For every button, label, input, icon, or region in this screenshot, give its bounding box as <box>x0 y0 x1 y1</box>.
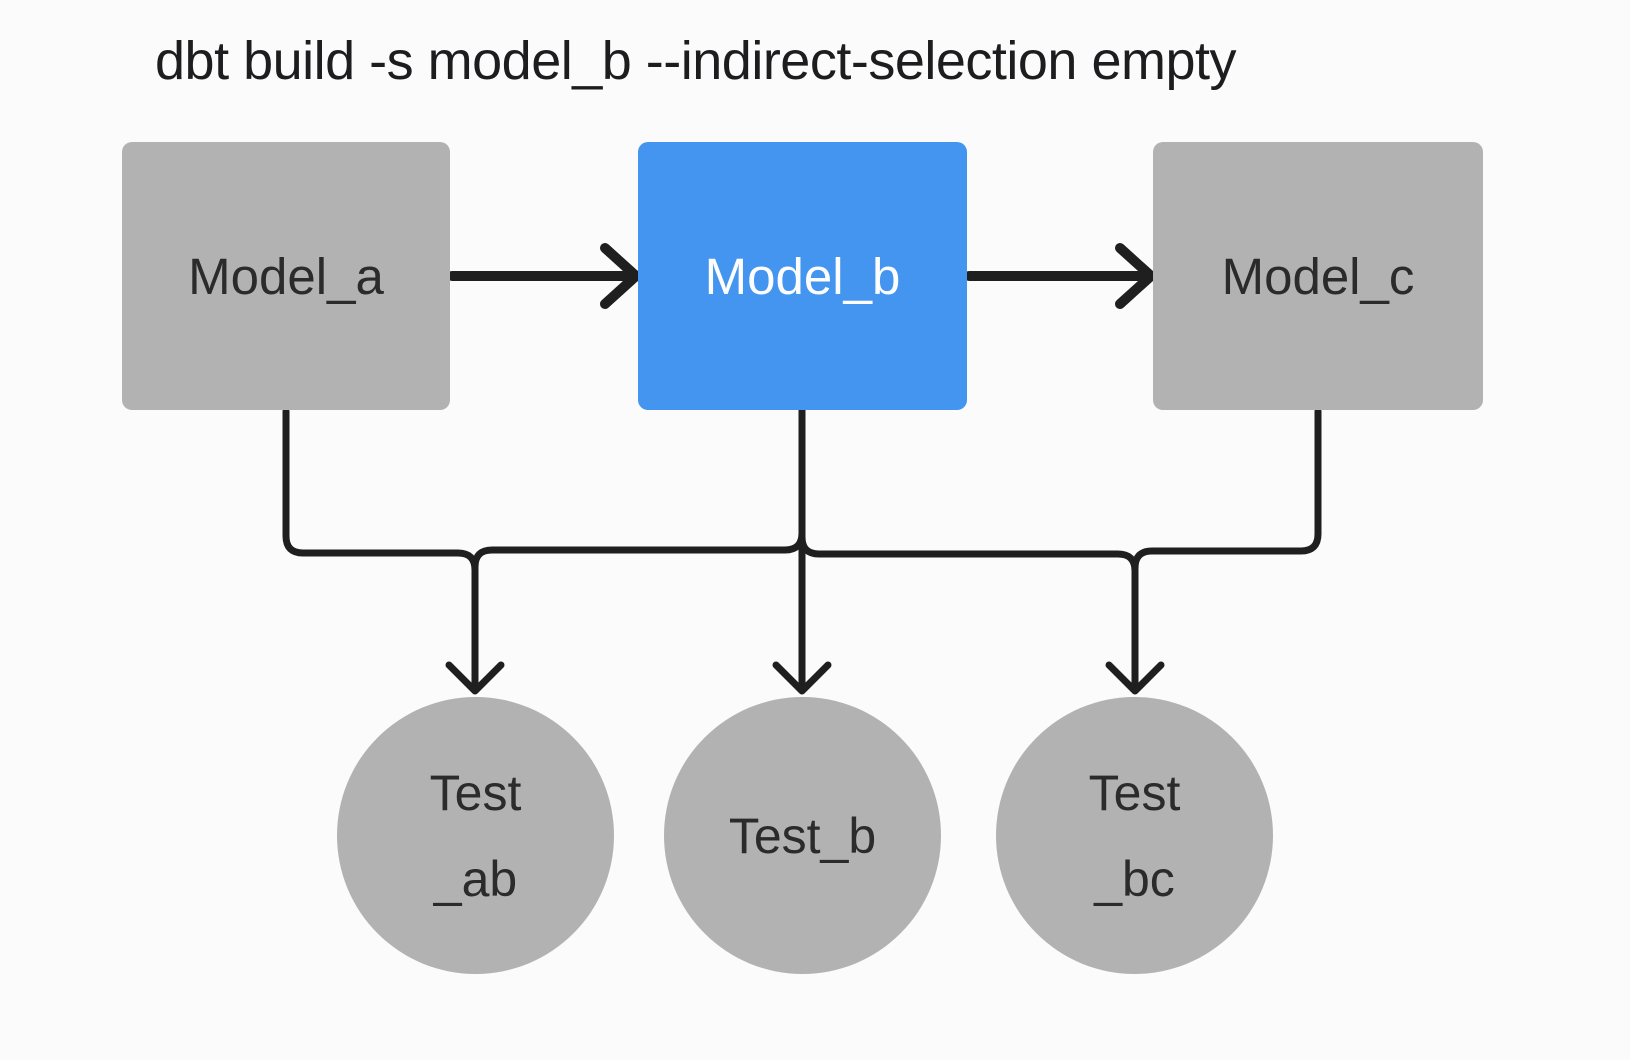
node-test-ab-label-line2: _ab <box>433 850 518 907</box>
node-test-ab-label-line1: Test <box>429 764 522 821</box>
arrowhead-test-ab <box>445 661 505 695</box>
node-test-bc: Test _bc <box>996 697 1273 974</box>
edge-model-b-to-model-c <box>964 243 1156 309</box>
command-title: dbt build -s model_b --indirect-selectio… <box>155 31 1237 91</box>
node-model-a: Model_a <box>122 142 450 410</box>
arrowhead-test-bc <box>1105 661 1165 695</box>
node-test-ab: Test _ab <box>337 697 614 974</box>
node-model-a-label: Model_a <box>188 247 384 305</box>
arrowhead-test-b <box>772 661 832 695</box>
node-model-b-selected: Model_b <box>638 142 967 410</box>
node-test-bc-label-line1: Test <box>1088 764 1181 821</box>
node-test-b-label: Test_b <box>728 807 877 864</box>
node-model-c-label: Model_c <box>1221 247 1415 305</box>
node-model-b-label: Model_b <box>704 247 901 305</box>
node-test-b: Test_b <box>664 697 941 974</box>
edge-model-a-to-model-b <box>447 243 641 309</box>
node-model-c: Model_c <box>1153 142 1483 410</box>
edge-model-c-to-test-bc <box>1131 407 1322 690</box>
edge-model-b-to-test-ab <box>471 407 806 690</box>
edge-model-a-to-test-ab <box>282 407 479 690</box>
node-test-bc-label-line2: _bc <box>1094 850 1175 907</box>
edge-model-b-to-test-bc <box>798 407 1139 690</box>
